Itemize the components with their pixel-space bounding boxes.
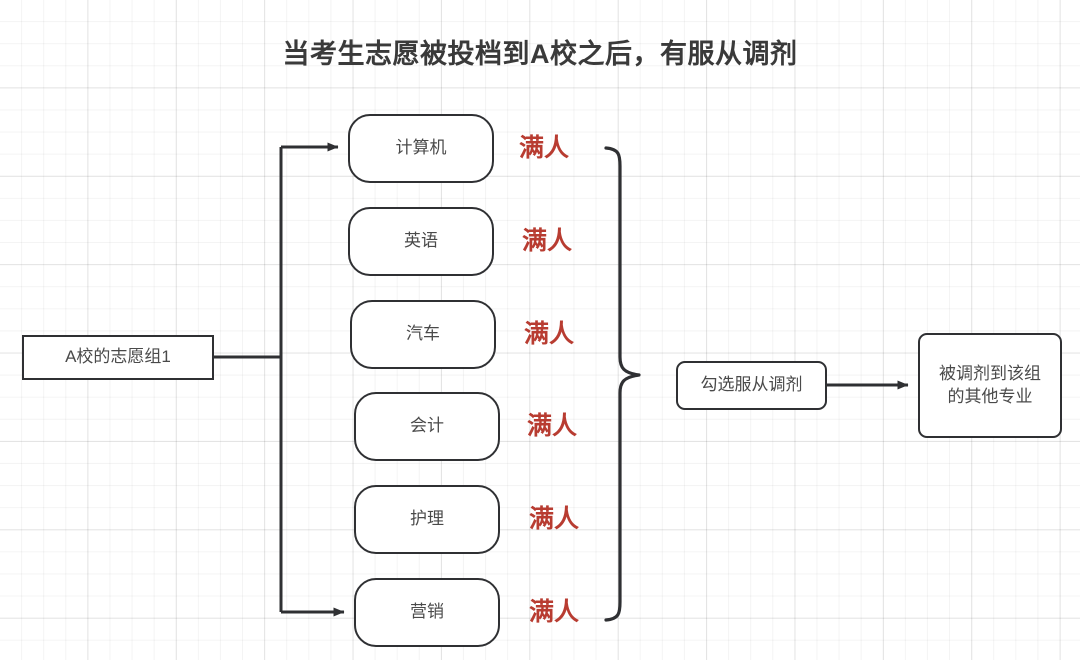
major-node-3[interactable]: 会计 (354, 392, 500, 461)
major-node-label-1: 英语 (404, 231, 438, 251)
page-title: 当考生志愿被投档到A校之后，有服从调剂 (282, 39, 798, 69)
major-node-label-2: 汽车 (406, 324, 440, 344)
major-node-5[interactable]: 营销 (354, 578, 500, 647)
major-status-2: 满人 (524, 320, 575, 348)
source-node[interactable]: A校的志愿组1 (22, 335, 214, 380)
major-node-0[interactable]: 计算机 (348, 114, 494, 183)
major-status-4: 满人 (529, 505, 580, 533)
result-node-label-line2: 的其他专业 (947, 386, 1033, 406)
major-node-label-3: 会计 (410, 416, 444, 436)
source-node-label: A校的志愿组1 (65, 347, 171, 367)
major-status-0: 满人 (519, 134, 570, 162)
major-status-5: 满人 (529, 598, 580, 626)
group-brace (604, 146, 641, 622)
major-status-3: 满人 (527, 412, 578, 440)
major-node-label-5: 营销 (410, 602, 444, 622)
major-node-label-0: 计算机 (395, 138, 447, 158)
major-node-label-4: 护理 (410, 509, 444, 529)
option-node-label: 勾选服从调剂 (700, 375, 803, 395)
result-node[interactable]: 被调剂到该组 的其他专业 (918, 333, 1062, 438)
major-node-4[interactable]: 护理 (354, 485, 500, 554)
option-node[interactable]: 勾选服从调剂 (676, 361, 827, 410)
major-node-2[interactable]: 汽车 (350, 300, 496, 369)
result-node-label-line1: 被调剂到该组 (939, 363, 1041, 383)
major-status-1: 满人 (522, 227, 573, 255)
major-node-1[interactable]: 英语 (348, 207, 494, 276)
